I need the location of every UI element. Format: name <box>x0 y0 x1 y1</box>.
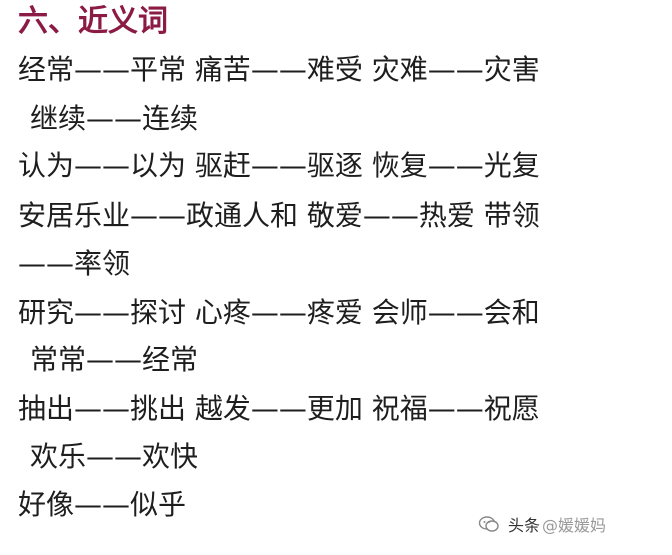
wechat-icon <box>478 516 499 532</box>
synonym-line-1: 经常——平常 痛苦——难受 灾难——灾害 <box>18 53 540 86</box>
synonym-line-7: 常常——经常 <box>30 343 199 376</box>
synonym-line-2: 继续——连续 <box>30 102 199 135</box>
synonym-line-10: 好像——似乎 <box>18 488 187 521</box>
synonym-line-5: ——率领 <box>18 247 131 280</box>
watermark-account: @媛媛妈 <box>542 516 607 535</box>
synonym-line-4: 安居乐业——政通人和 敬爱——热爱 带领 <box>18 199 540 232</box>
synonym-line-9: 欢乐——欢快 <box>30 440 199 473</box>
watermark-prefix: 头条 <box>508 516 541 535</box>
watermark: 头条 @媛媛妈 <box>478 510 606 538</box>
synonym-line-6: 研究——探讨 心疼——疼爱 会师——会和 <box>18 296 540 329</box>
synonym-line-3: 认为——以为 驱赶——驱逐 恢复——光复 <box>18 149 540 182</box>
section-heading: 六、近义词 <box>18 4 168 39</box>
synonym-line-8: 抽出——挑出 越发——更加 祝福——祝愿 <box>18 392 540 425</box>
